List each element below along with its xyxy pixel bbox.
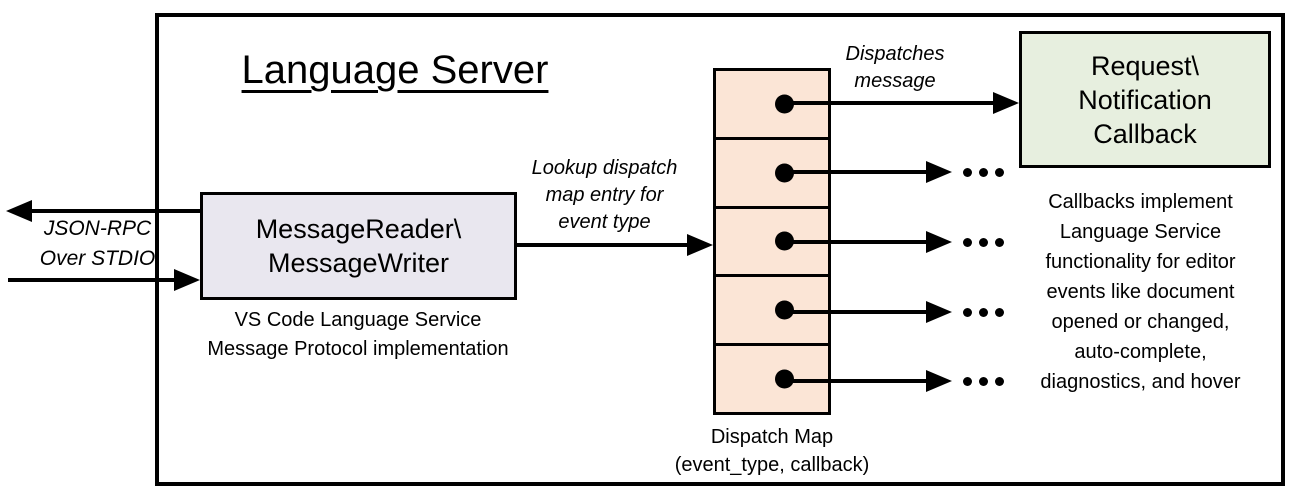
message-box-caption: VS Code Language Service Message Protoco… [207, 309, 509, 360]
dispatch-arrow-line [785, 379, 926, 383]
lookup-arrow-line [517, 243, 688, 247]
dispatch-arrowhead [926, 370, 952, 392]
dispatch-map-cell [716, 205, 828, 275]
dispatches-message-label: Dispatches message [845, 43, 945, 92]
callbacks-note: Callbacks implement Language Service fun… [1040, 191, 1241, 393]
dispatch-arrowhead [926, 301, 952, 323]
diagram-title: Language Server [241, 48, 549, 92]
stdio-out-arrowhead [6, 200, 32, 222]
dispatch-map-caption: Dispatch Map (event_type, callback) [674, 426, 870, 476]
ellipsis-dots [963, 238, 972, 247]
ellipsis-dots [963, 308, 972, 317]
request-notification-callback-box: Request\ Notification Callback [1019, 31, 1271, 168]
dispatch-arrow-line [785, 310, 926, 314]
ellipsis-dots [963, 168, 972, 177]
stdio-in-arrowhead [174, 269, 200, 291]
lookup-arrowhead [687, 234, 713, 256]
dispatch-map-cell [716, 343, 828, 412]
dispatch-entry-dot [775, 369, 794, 389]
dispatch-arrow-line [785, 170, 926, 174]
stdio-out-arrow-line [32, 209, 200, 213]
dispatch-entry-dot [775, 300, 794, 320]
dispatch-arrowhead [926, 161, 952, 183]
dispatch-entry-dot [775, 94, 794, 114]
dispatch-entry-dot [775, 163, 794, 183]
dispatch-map-cell [716, 274, 828, 344]
stdio-arrows-label: JSON-RPC Over STDIO [39, 217, 156, 270]
language-server-boundary [155, 13, 1285, 486]
lookup-arrow-label: Lookup dispatch map entry for event type [531, 157, 678, 233]
ellipsis-dots [963, 377, 972, 386]
stdio-in-arrow-line [8, 278, 174, 282]
dispatch-arrow-line [785, 101, 994, 105]
dispatch-arrowhead [993, 92, 1019, 114]
dispatch-arrow-line [785, 240, 926, 244]
message-reader-writer-box: MessageReader\ MessageWriter [200, 192, 517, 300]
dispatch-entry-dot [775, 231, 794, 251]
dispatch-arrowhead [926, 231, 952, 253]
